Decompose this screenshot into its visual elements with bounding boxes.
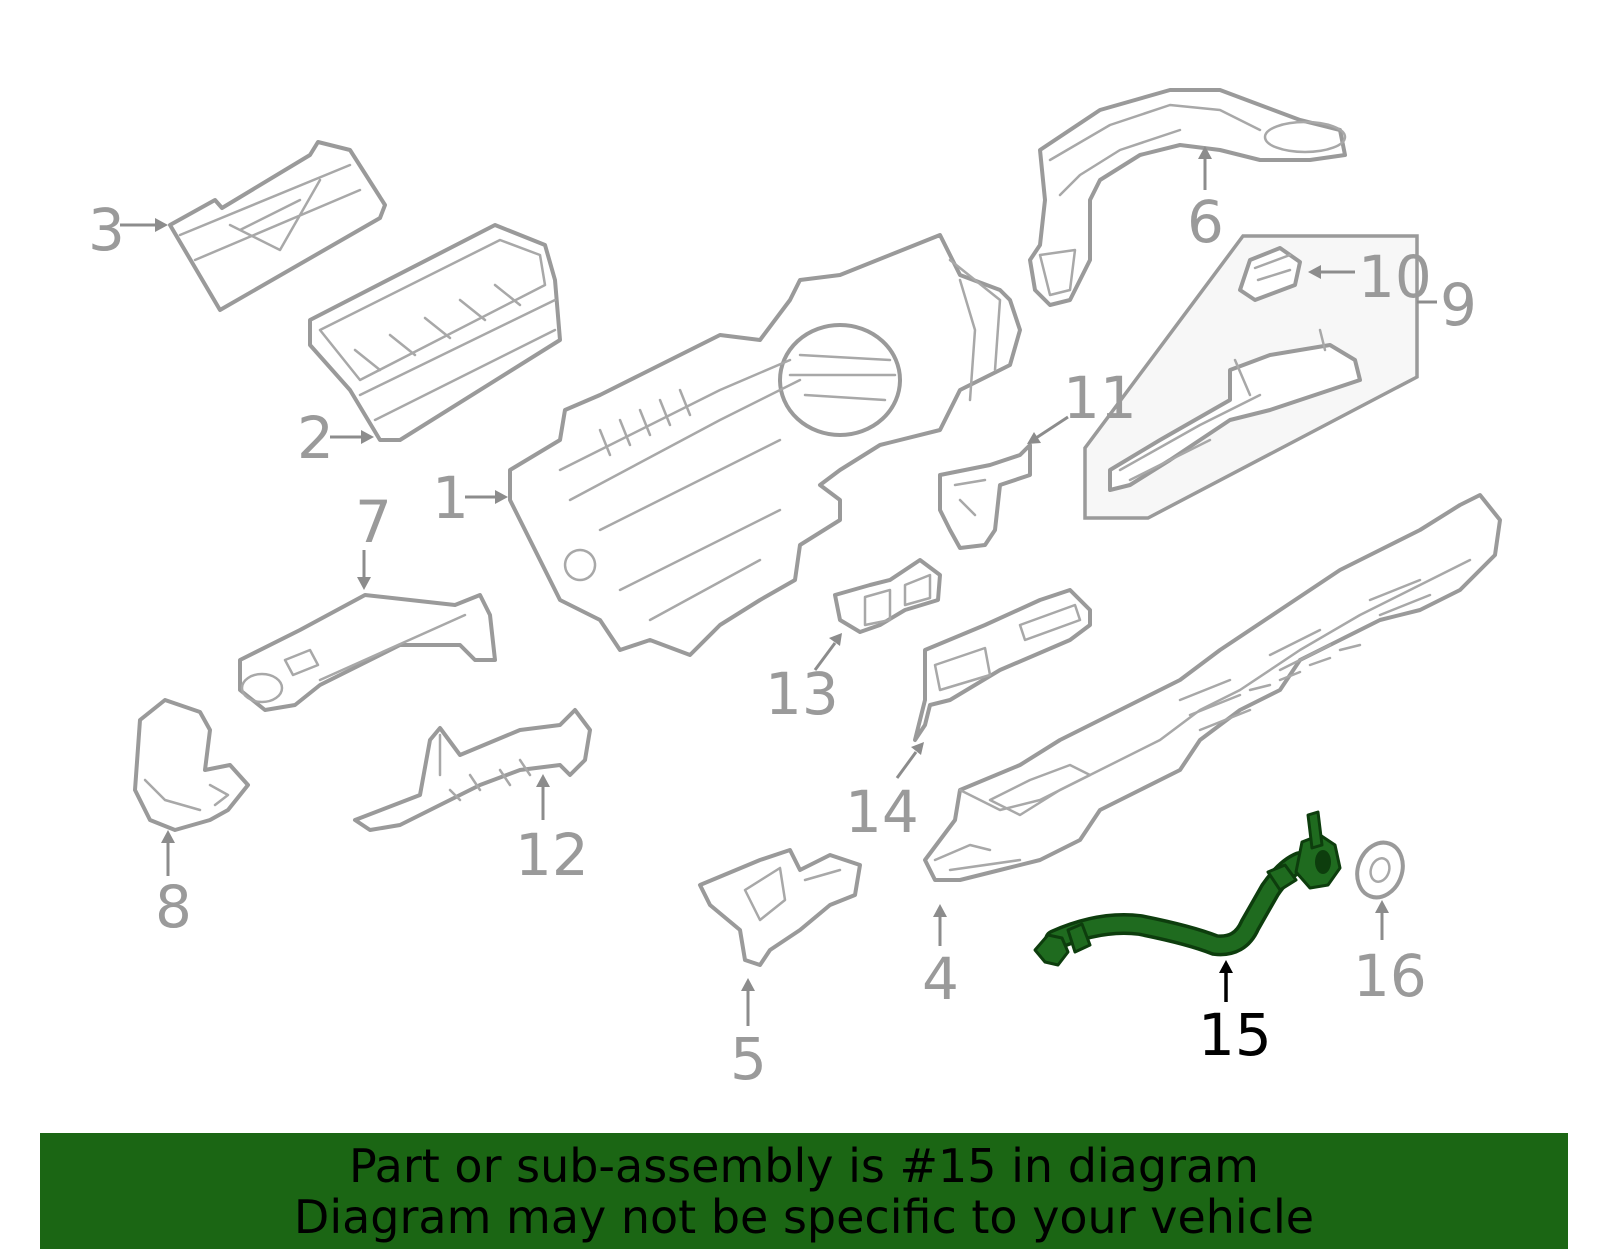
label-6: 6: [1187, 188, 1224, 256]
part-13: [833, 558, 942, 634]
label-3: 3: [88, 196, 125, 264]
part-15-hose[interactable]: [1033, 810, 1342, 967]
callouts: 3 2 1 6 10 9 11 7 13 14: [88, 146, 1477, 1093]
part-1: [508, 233, 1022, 657]
part-5: [698, 848, 862, 967]
label-9: 9: [1440, 271, 1477, 339]
label-13: 13: [765, 660, 839, 728]
part-11: [938, 443, 1032, 550]
label-4: 4: [922, 945, 959, 1013]
label-8: 8: [155, 873, 192, 941]
label-11: 11: [1063, 364, 1137, 432]
banner-line-1: Part or sub-assembly is #15 in diagram: [349, 1139, 1259, 1193]
banner-line-2: Diagram may not be specific to your vehi…: [293, 1190, 1315, 1244]
part-8: [133, 698, 250, 832]
label-7: 7: [355, 488, 392, 556]
label-14: 14: [845, 778, 919, 846]
label-5: 5: [730, 1025, 767, 1093]
label-12: 12: [515, 821, 589, 889]
part-16: [1355, 840, 1405, 900]
part-14: [913, 588, 1092, 742]
label-1: 1: [432, 464, 469, 532]
part-7: [238, 593, 497, 712]
part-6: [1028, 88, 1347, 307]
info-banner: Part or sub-assembly is #15 in diagram D…: [40, 1133, 1568, 1249]
label-2: 2: [297, 404, 334, 472]
part-3: [168, 140, 387, 312]
part-4: [923, 493, 1502, 882]
label-16: 16: [1353, 942, 1427, 1010]
part-12: [353, 708, 592, 832]
label-10: 10: [1358, 243, 1432, 311]
label-15: 15: [1198, 1001, 1272, 1069]
part-9: [1083, 234, 1419, 520]
part-2: [308, 223, 562, 442]
